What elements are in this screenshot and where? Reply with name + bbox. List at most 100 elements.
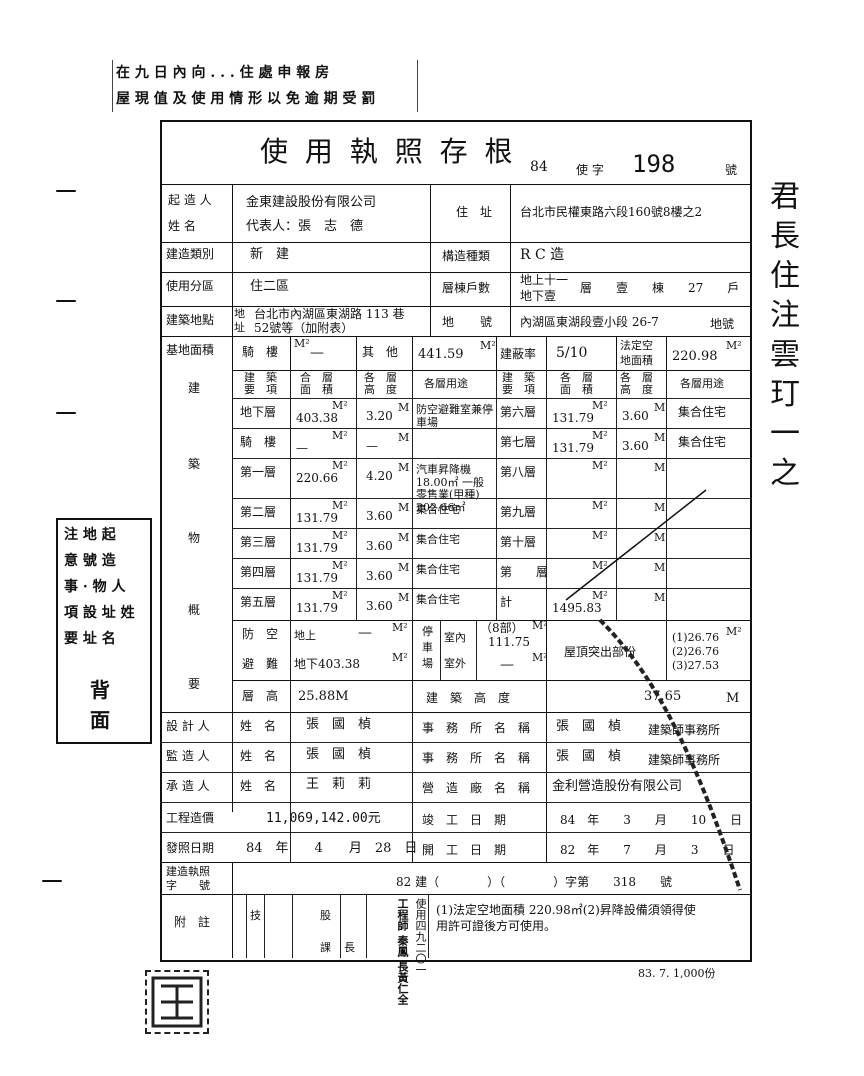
- notice-frame: [112, 60, 418, 112]
- open-space-value: 220.98: [672, 349, 718, 364]
- unit-m: M: [398, 591, 410, 604]
- shelter-below-label: 地下: [294, 657, 319, 671]
- completion-date-label: 竣 工 日 期: [422, 813, 507, 827]
- open-space-label-2: 地面積: [620, 354, 653, 367]
- permit-label-1: 建造執照: [166, 865, 210, 878]
- site-label: 建築地點: [166, 313, 215, 327]
- floor-name: 第一層: [240, 465, 277, 479]
- header-item-2b: 要 項: [502, 383, 535, 396]
- header-height-1: 各 層: [364, 371, 397, 384]
- floor-height: 3.60: [366, 569, 393, 583]
- row-divider: [496, 558, 750, 559]
- unit-m2: M²: [392, 651, 408, 664]
- address-label: 住 址: [456, 205, 493, 219]
- row-divider: [232, 458, 496, 459]
- site-sub-1: 地: [234, 307, 245, 320]
- storey-height-value: 25.88M: [298, 689, 349, 704]
- header-height-2b: 高 度: [620, 383, 653, 396]
- header-item-2: 要 項: [244, 383, 277, 396]
- floor-name: 計: [500, 595, 513, 609]
- side-label-wu: 物: [188, 531, 201, 545]
- unit-m: M: [398, 501, 410, 514]
- supervisor-office-label: 事 務 所 名 稱: [422, 751, 531, 765]
- building-height-label: 建 築 高 度: [426, 691, 511, 705]
- start-date: 82 年 7 月 3 日: [560, 843, 735, 857]
- row-divider: [232, 588, 496, 589]
- parking-label-3: 場: [422, 657, 433, 670]
- floor-name: 第九層: [500, 505, 537, 519]
- row-divider: [496, 528, 750, 529]
- floor-name: 第二層: [240, 505, 277, 519]
- cross-out-line: [565, 489, 707, 601]
- builder-company: 金東建設股份有限公司: [246, 195, 377, 210]
- unit-m2: M²: [532, 619, 548, 632]
- floor-use: 集合住宅: [416, 533, 460, 546]
- other-value: 441.59: [418, 347, 464, 362]
- contractor-office: 金利營造股份有限公司: [552, 779, 683, 794]
- floor-height: 3.60: [622, 409, 649, 423]
- designer-office: 張 國 楨: [556, 719, 622, 734]
- notes-label: 附 註: [174, 915, 211, 929]
- floor-area: 131.79: [552, 441, 594, 455]
- row-divider: [496, 498, 750, 499]
- other-label: 其 他: [362, 345, 399, 359]
- coverage-ratio-label: 建蔽率: [500, 347, 537, 361]
- unit-m2: M²: [332, 589, 348, 602]
- contractor-name-label: 姓 名: [240, 779, 277, 793]
- start-date-label: 開 工 日 期: [422, 843, 507, 857]
- unit-m2: M²: [332, 529, 348, 542]
- structure-value: R C 造: [520, 247, 565, 263]
- floor-use: 集合住宅: [416, 563, 460, 576]
- roof-protrusion-label: 屋頂突出部份: [564, 645, 637, 659]
- unit-m2: M²: [532, 651, 548, 664]
- unit-m2: M²: [592, 559, 608, 572]
- floor-use: 集合住宅: [678, 435, 727, 449]
- designer-name: 張 國 楨: [306, 717, 372, 732]
- floor-area: 131.79: [552, 411, 594, 425]
- side-stamp-box: 注 地 起 意 號 造 事 · 物 人 項 設 址 姓 要 址 名 背 面: [56, 518, 152, 744]
- floor-height: 4.20: [366, 469, 393, 483]
- unit-m2: M²: [592, 589, 608, 602]
- zone-label: 使用分區: [166, 279, 215, 293]
- back-side-mark: 背: [90, 678, 110, 702]
- floor-height: 3.60: [366, 599, 393, 613]
- base-area-label: 基地面積: [166, 343, 215, 357]
- unit-m2: M²: [294, 337, 310, 350]
- supervisor-office: 張 國 楨: [556, 749, 622, 764]
- permit-year: 84: [530, 159, 548, 175]
- supervisor-office-suffix: 建築師事務所: [648, 753, 721, 767]
- indoor-parking-value: 111.75: [488, 635, 530, 649]
- unit-m: M: [398, 401, 410, 414]
- cost-value: 11,069,142.00元: [266, 811, 381, 826]
- unit-m: M: [398, 431, 410, 444]
- shelter-below-value: 403.38: [318, 657, 360, 671]
- floor-name: 第三層: [240, 535, 277, 549]
- unit-m2: M²: [332, 559, 348, 572]
- approval-signature: 工程師 秦鳳 長黃仁全: [396, 898, 409, 1005]
- side-stamp-row-2: 意 號 造: [64, 553, 116, 569]
- contractor-label: 承 造 人: [166, 779, 210, 793]
- shelter-above-value: —: [358, 625, 372, 641]
- arcade-value: —: [310, 345, 324, 361]
- coverage-ratio-value: 5/10: [556, 345, 588, 361]
- form-title: 使 用 執 照 存 根: [260, 135, 517, 168]
- floor-name: 第八層: [500, 465, 537, 479]
- supervisor-name: 張 國 楨: [306, 747, 372, 762]
- header-area-1b: 各 層: [560, 371, 593, 384]
- header-use: 各層用途: [424, 377, 468, 390]
- designer-label: 設 計 人: [166, 719, 210, 733]
- floor-use: 集合住宅: [678, 405, 727, 419]
- floor-area: 131.79: [296, 571, 338, 585]
- row-divider: [232, 558, 496, 559]
- builder-name-label: 姓 名: [168, 219, 196, 233]
- shelter-label-2: 避 難: [242, 657, 279, 671]
- unit-m: M: [398, 561, 410, 574]
- side-stamp-row-3: 事 · 物 人: [64, 579, 126, 595]
- approval-division-label: 課: [320, 941, 331, 954]
- unit-m2: M²: [726, 625, 742, 638]
- row-divider: [496, 428, 750, 429]
- lot-suffix: 地號: [710, 317, 735, 331]
- unit-m: M: [654, 531, 666, 544]
- builder-address: 台北市民權東路六段160號8樓之2: [520, 205, 703, 219]
- unit-m2: M²: [332, 429, 348, 442]
